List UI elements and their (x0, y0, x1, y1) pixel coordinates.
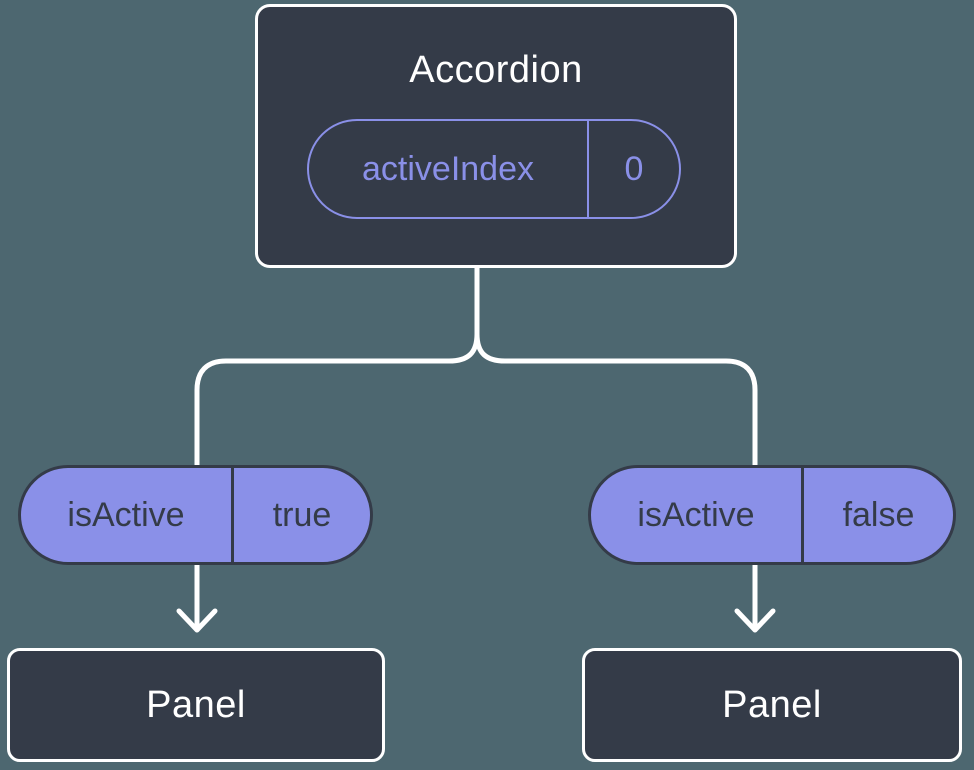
prop-pill-isactive-true: isActive true (18, 465, 373, 565)
arrowhead-down-left (176, 608, 218, 633)
state-pill-activeindex: activeIndex 0 (307, 119, 681, 219)
panel-node-right: Panel (582, 648, 962, 762)
connector-branch-right (474, 261, 758, 631)
panel-node-left: Panel (7, 648, 385, 762)
accordion-node-title: Accordion (409, 49, 583, 91)
state-pill-value: 0 (587, 121, 679, 217)
panel-node-left-title: Panel (146, 683, 246, 726)
state-pill-name: activeIndex (362, 149, 534, 188)
accordion-node: Accordion activeIndex 0 (255, 4, 737, 268)
connector-branch-left (194, 261, 480, 631)
arrowhead-down-right (734, 608, 776, 633)
prop-pill-right-value: false (801, 468, 953, 562)
prop-pill-left-name: isActive (67, 495, 185, 534)
prop-pill-left-value: true (231, 468, 370, 562)
prop-pill-isactive-false: isActive false (588, 465, 956, 565)
panel-node-right-title: Panel (722, 683, 822, 726)
prop-pill-right-name: isActive (637, 495, 755, 534)
